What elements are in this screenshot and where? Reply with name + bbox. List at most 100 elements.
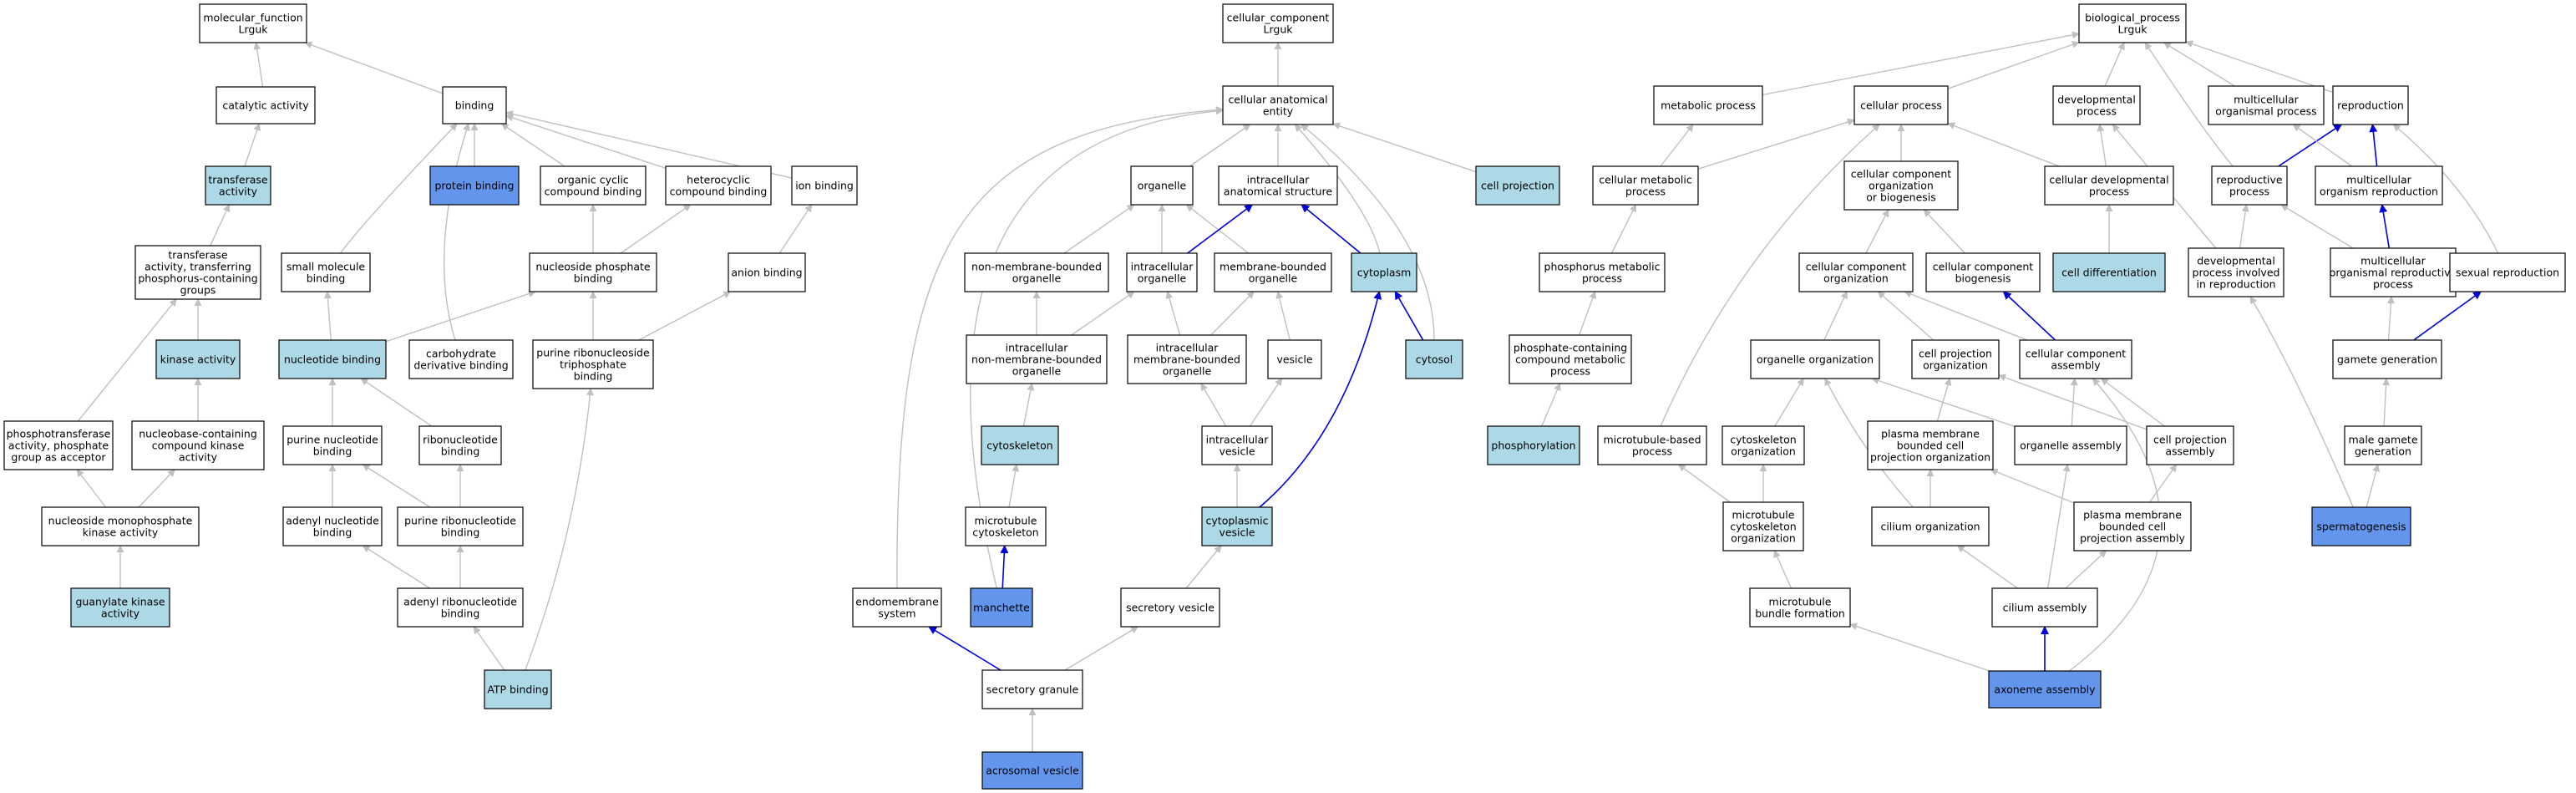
go-term-box bbox=[442, 86, 507, 125]
go-term-box bbox=[964, 252, 1109, 292]
go-term-label: process involved bbox=[2193, 267, 2280, 279]
go-term-label: nucleoside monophosphate bbox=[48, 515, 193, 527]
go-term-label: binding bbox=[574, 370, 613, 383]
edge-intra_ves-to-imbo bbox=[1200, 383, 1227, 427]
go-term-label: organelle bbox=[1138, 272, 1187, 285]
go-term-box bbox=[1539, 252, 1666, 292]
go-term-node: protein binding bbox=[429, 165, 520, 206]
edge-metabolic-to-bp bbox=[1762, 31, 2080, 96]
go-term-label: plasma membrane bbox=[2083, 509, 2182, 521]
go-term-label: compound kinase bbox=[152, 440, 245, 452]
go-term-label: process bbox=[2077, 105, 2117, 118]
go-term-label: nucleotide binding bbox=[284, 353, 381, 366]
go-term-box bbox=[2311, 506, 2411, 546]
edge-pmbcpa-to-pmbcpo bbox=[1990, 468, 2075, 504]
go-term-label: bounded cell bbox=[1897, 440, 1964, 452]
go-term-label: guanylate kinase bbox=[75, 596, 165, 608]
go-term-label: assembly bbox=[2051, 359, 2101, 372]
go-term-node: reproduction bbox=[2332, 85, 2409, 125]
go-term-box bbox=[1267, 339, 1322, 379]
go-term-label: phosphorus metabolic bbox=[1544, 261, 1661, 273]
go-term-box bbox=[1798, 252, 1914, 292]
go-term-box bbox=[981, 425, 1059, 465]
edge-cilium_asm-to-org_asm bbox=[2047, 464, 2071, 589]
go-term-label: compound binding bbox=[545, 186, 642, 198]
edge-cytoskeleton-to-inmbo bbox=[1022, 383, 1035, 427]
go-term-label: derivative binding bbox=[413, 359, 508, 372]
go-term-label: cellular component bbox=[1851, 168, 1951, 180]
edge-transferase-to-catalytic bbox=[244, 123, 261, 167]
go-term-node: ion binding bbox=[791, 165, 858, 206]
go-term-box bbox=[41, 506, 200, 546]
go-term-box bbox=[529, 252, 657, 292]
edge-repro_proc-to-bp bbox=[2144, 42, 2234, 167]
go-term-label: adenyl nucleotide bbox=[286, 515, 379, 527]
go-term-label: heterocyclic bbox=[687, 174, 750, 186]
go-term-box bbox=[1991, 587, 2098, 628]
edge-morp-to-repro_proc bbox=[2280, 204, 2354, 249]
go-term-label: organization bbox=[1731, 532, 1796, 545]
go-term-label: organelle organization bbox=[1757, 353, 1874, 366]
go-term-box bbox=[1127, 334, 1247, 384]
edge-gamete-to-morp bbox=[2386, 296, 2395, 341]
go-term-box bbox=[540, 165, 647, 206]
go-term-label: reproductive bbox=[2216, 174, 2283, 186]
go-term-node: acrosomal vesicle bbox=[981, 751, 1083, 790]
edge-mt_bundle-to-mtco bbox=[1773, 550, 1793, 589]
go-term-box bbox=[1120, 587, 1220, 628]
go-term-box bbox=[1722, 425, 1805, 465]
go-term-label: transferase bbox=[168, 249, 228, 262]
edge-transferase_p-to-transferase bbox=[210, 204, 231, 247]
go-term-box bbox=[852, 587, 942, 628]
go-term-label: process bbox=[2229, 186, 2269, 198]
edge-mtbp-to-cellular_p bbox=[1660, 124, 1880, 427]
go-term-box bbox=[1843, 160, 1959, 211]
edge-sec_gran-to-endomem bbox=[928, 626, 1001, 671]
go-term-label: organismal reproductive bbox=[2330, 267, 2457, 279]
go-term-label: activity bbox=[179, 451, 218, 464]
go-term-box bbox=[1222, 3, 1334, 43]
edge-pmbcpa-to-cpa bbox=[2149, 464, 2178, 503]
go-term-label: organismal process bbox=[2215, 105, 2316, 118]
go-term-box bbox=[2330, 247, 2457, 297]
go-term-box bbox=[397, 506, 524, 546]
edge-cell_dev-to-developmental bbox=[2097, 124, 2107, 167]
go-term-label: assembly bbox=[2165, 445, 2215, 458]
go-term-node: intracellularnon-membrane-boundedorganel… bbox=[966, 334, 1108, 384]
go-term-label: binding bbox=[441, 526, 480, 539]
edge-sexual-to-reproduction bbox=[2392, 124, 2499, 254]
go-term-node: organelle bbox=[1130, 165, 1194, 206]
go-term-box bbox=[1201, 506, 1273, 546]
edge-ribonucleotide-to-nucleotide_b bbox=[360, 378, 433, 427]
go-term-label: small molecule bbox=[287, 261, 366, 273]
edge-intra_ves-to-vesicle bbox=[1249, 378, 1283, 427]
go-term-label: phosphorus-containing bbox=[138, 272, 257, 285]
go-term-box bbox=[1750, 339, 1880, 379]
go-term-box bbox=[281, 252, 371, 292]
go-term-label: axoneme assembly bbox=[1994, 684, 2096, 696]
go-term-label: secretory vesicle bbox=[1126, 602, 1214, 614]
go-term-label: microtubule-based bbox=[1603, 434, 1701, 446]
go-term-label: cellular component bbox=[2026, 348, 2126, 360]
go-term-box bbox=[1592, 165, 1699, 206]
go-term-label: transferase bbox=[208, 174, 268, 186]
edge-org_cyclic-to-binding bbox=[500, 123, 565, 167]
